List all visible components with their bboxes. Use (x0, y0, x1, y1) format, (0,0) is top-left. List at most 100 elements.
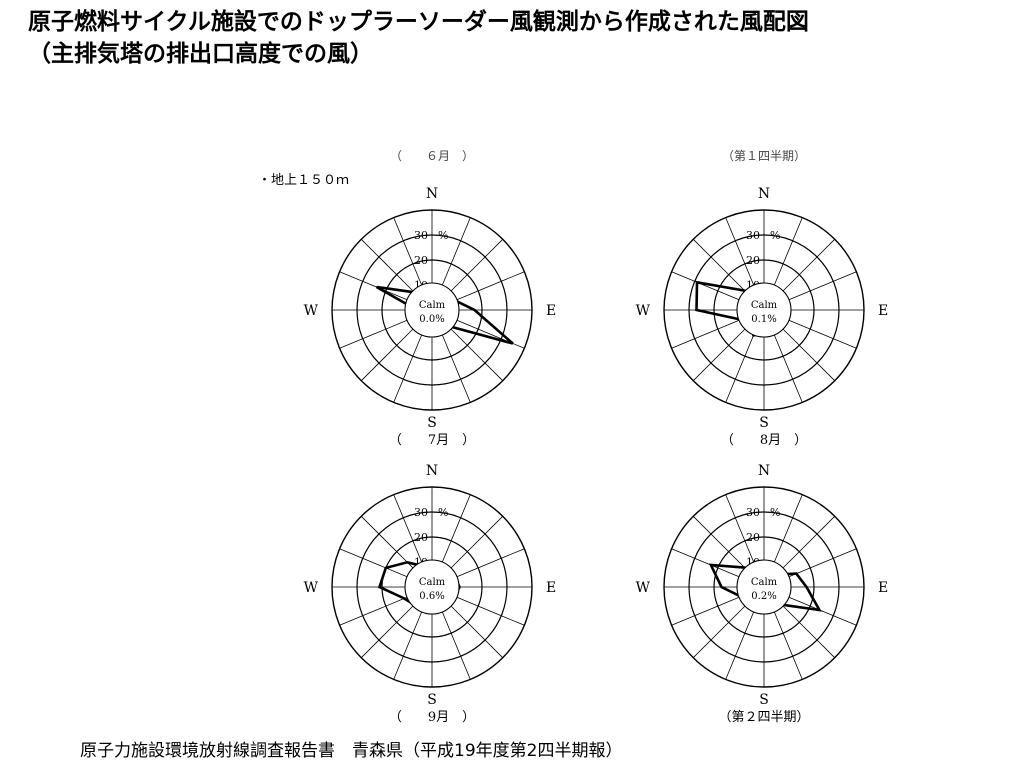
cut-off-caption-left: （ ６月 ） (390, 149, 474, 163)
direction-label-n: N (426, 463, 438, 479)
direction-label-s: S (427, 692, 437, 708)
spoke-sse (773, 611, 803, 680)
spoke-wsw (671, 596, 740, 626)
spoke-ese (788, 596, 857, 626)
spoke-ssw (393, 334, 423, 403)
direction-label-n: N (758, 186, 770, 202)
spoke-ne (450, 516, 503, 569)
unit-label: % (770, 506, 780, 519)
height-label: ・地上１５０ｍ (258, 173, 349, 188)
spoke-ne (450, 239, 503, 292)
spoke-nnw (725, 217, 755, 286)
spoke-ne (782, 516, 835, 569)
ring-outer (331, 209, 533, 411)
spoke-se (782, 605, 835, 658)
ring-label-20: 20 (414, 254, 428, 267)
spoke-sse (441, 334, 471, 403)
spoke-se (450, 605, 503, 658)
direction-label-e: E (878, 303, 888, 319)
calm-value: 0.6% (419, 591, 444, 602)
spoke-nw (361, 239, 414, 292)
calm-label: Calm (751, 577, 778, 588)
spoke-nw (693, 239, 746, 292)
spoke-sw (361, 605, 414, 658)
ring-label-20: 20 (746, 531, 760, 544)
slide-title-line-1: 原子燃料サイクル施設でのドップラーソーダー風観測から作成された風配図 (28, 9, 809, 35)
spoke-nne (773, 217, 803, 286)
spoke-ene (788, 548, 857, 578)
spoke-nne (773, 494, 803, 563)
calm-label: Calm (751, 300, 778, 311)
spoke-sse (773, 334, 803, 403)
calm-value: 0.0% (419, 314, 444, 325)
spoke-ene (456, 548, 525, 578)
spoke-sw (361, 328, 414, 381)
spoke-wnw (339, 271, 408, 301)
direction-label-w: W (636, 303, 651, 319)
wind-rose-caption: （ 8月 ） (721, 433, 807, 448)
spoke-nnw (393, 217, 423, 286)
spoke-ssw (725, 611, 755, 680)
spoke-wnw (671, 271, 740, 301)
source-footer: 原子力施設環境放射線調査報告書 青森県（平成19年度第2四半期報） (80, 741, 623, 761)
spoke-wnw (671, 548, 740, 578)
direction-label-e: E (546, 580, 556, 596)
direction-label-e: E (546, 303, 556, 319)
ring-label-30: 30 (414, 229, 428, 242)
ring-20 (713, 259, 815, 361)
calm-circle (736, 282, 792, 338)
spoke-ene (456, 271, 525, 301)
ring-outer (663, 209, 865, 411)
calm-value: 0.1% (751, 314, 776, 325)
spoke-nnw (393, 494, 423, 563)
spoke-sw (693, 328, 746, 381)
spoke-ese (456, 596, 525, 626)
ring-30 (688, 511, 840, 663)
ring-outer (331, 486, 533, 688)
spoke-se (450, 328, 503, 381)
slide-title-line-2: （主排気塔の排出口高度での風） (28, 41, 373, 67)
spoke-wnw (339, 548, 408, 578)
direction-label-s: S (759, 692, 769, 708)
ring-label-20: 20 (746, 254, 760, 267)
spoke-wsw (339, 596, 408, 626)
ring-20 (381, 259, 483, 361)
direction-label-w: W (636, 580, 651, 596)
ring-outer (663, 486, 865, 688)
ring-label-30: 30 (414, 506, 428, 519)
unit-label: % (770, 229, 780, 242)
spoke-ese (788, 319, 857, 349)
ring-label-30: 30 (746, 506, 760, 519)
spoke-sse (441, 611, 471, 680)
spoke-wsw (671, 319, 740, 349)
spoke-ssw (725, 334, 755, 403)
direction-label-w: W (304, 580, 319, 596)
calm-circle (404, 282, 460, 338)
spoke-ene (788, 271, 857, 301)
spoke-nnw (725, 494, 755, 563)
slide-title: 原子燃料サイクル施設でのドップラーソーダー風観測から作成された風配図 （主排気塔… (28, 6, 1008, 70)
ring-30 (356, 511, 508, 663)
ring-30 (688, 234, 840, 386)
direction-label-e: E (878, 580, 888, 596)
calm-label: Calm (419, 577, 446, 588)
wind-rose-caption: （第２四半期） (718, 710, 809, 725)
ring-label-20: 20 (414, 531, 428, 544)
wind-rose-caption: （ 9月 ） (389, 710, 475, 725)
cut-off-caption-right: （第１四半期） (722, 149, 806, 163)
unit-label: % (438, 229, 448, 242)
spoke-nw (361, 516, 414, 569)
calm-circle (736, 559, 792, 615)
ring-label-30: 30 (746, 229, 760, 242)
direction-label-w: W (304, 303, 319, 319)
spoke-ne (782, 239, 835, 292)
spoke-nne (441, 217, 471, 286)
spoke-sw (693, 605, 746, 658)
spoke-ssw (393, 611, 423, 680)
ring-30 (356, 234, 508, 386)
spoke-ese (456, 319, 525, 349)
wind-rose-caption: （ 7月 ） (389, 433, 475, 448)
